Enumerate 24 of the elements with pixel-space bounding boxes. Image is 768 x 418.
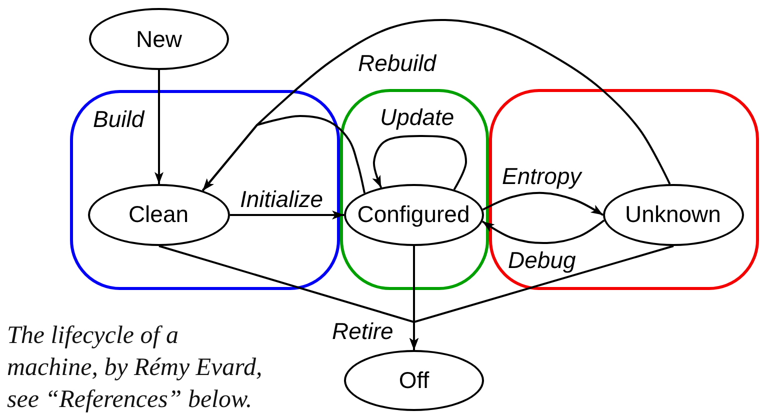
arrow [202,115,366,194]
edge-label: Initialize [240,186,324,212]
state-name: Off [398,367,430,394]
arrow [482,220,605,244]
edge-label: Update [380,104,454,130]
edge-label: Debug [508,247,576,274]
arrow [410,245,674,350]
state-name: Unknown [625,201,721,228]
edge-label: Rebuild [358,50,436,76]
arrow [482,192,604,216]
edge-label: Retire [332,318,394,344]
arrow [372,135,467,190]
caption: The lifecycle of a machine, by Rémy Evard, see “References” below. [7,321,264,415]
state-name: Clean [128,201,189,228]
arrow [230,210,344,220]
state-name: Configured [357,201,470,228]
state-name: New [136,26,182,52]
arrow [154,70,164,184]
group-frame [340,89,489,290]
state-ellipse [344,184,484,246]
edge-label: Entropy [502,163,582,190]
group-frame [70,90,340,290]
edge-label: Build [93,106,144,132]
group-frame [489,89,759,290]
